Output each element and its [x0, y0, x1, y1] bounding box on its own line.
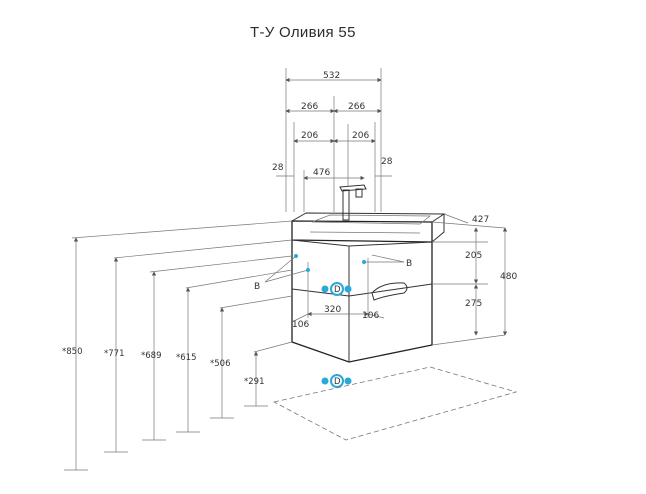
b-leaders	[264, 254, 405, 283]
dim-left-offset: 106	[292, 320, 309, 330]
dim-half-right: 266	[348, 102, 365, 112]
dim-inner-span: 320	[324, 305, 341, 315]
diagram-title: Т-У Оливия 55	[250, 24, 356, 41]
label-b-left: B	[254, 282, 260, 292]
dim-height-689: *689	[141, 351, 161, 361]
dim-right-offset: 106	[362, 311, 379, 321]
floor-footprint	[272, 366, 518, 441]
dim-height: 480	[500, 272, 517, 282]
dim-half-left: 266	[301, 102, 318, 112]
dim-lower-drawer: 275	[465, 299, 482, 309]
dim-height-615: *615	[176, 353, 196, 363]
faucet	[339, 184, 367, 221]
dim-height-850: *850	[62, 347, 82, 357]
dim-overall-width: 532	[323, 71, 340, 81]
dim-offset-left: 28	[272, 163, 284, 173]
dim-upper-drawer: 205	[465, 251, 482, 261]
right-dimensions	[431, 213, 508, 346]
dim-height-506: *506	[210, 359, 230, 369]
dim-height-291: *291	[244, 377, 264, 387]
dim-depth: 427	[472, 215, 489, 225]
connection-label-upper: D	[334, 285, 341, 295]
label-b-right: B	[406, 259, 412, 269]
left-height-dimensions	[64, 220, 293, 471]
top-dimensions	[276, 68, 392, 212]
dim-side-right: 206	[352, 131, 369, 141]
connection-mark-upper: D	[321, 282, 352, 296]
dim-offset-right: 28	[381, 157, 393, 167]
connection-mark-lower: D	[321, 374, 352, 388]
dim-side-left: 206	[301, 131, 318, 141]
dim-height-771: *771	[104, 349, 124, 359]
dim-inner-width: 476	[313, 168, 330, 178]
connection-label-lower: D	[334, 377, 341, 387]
